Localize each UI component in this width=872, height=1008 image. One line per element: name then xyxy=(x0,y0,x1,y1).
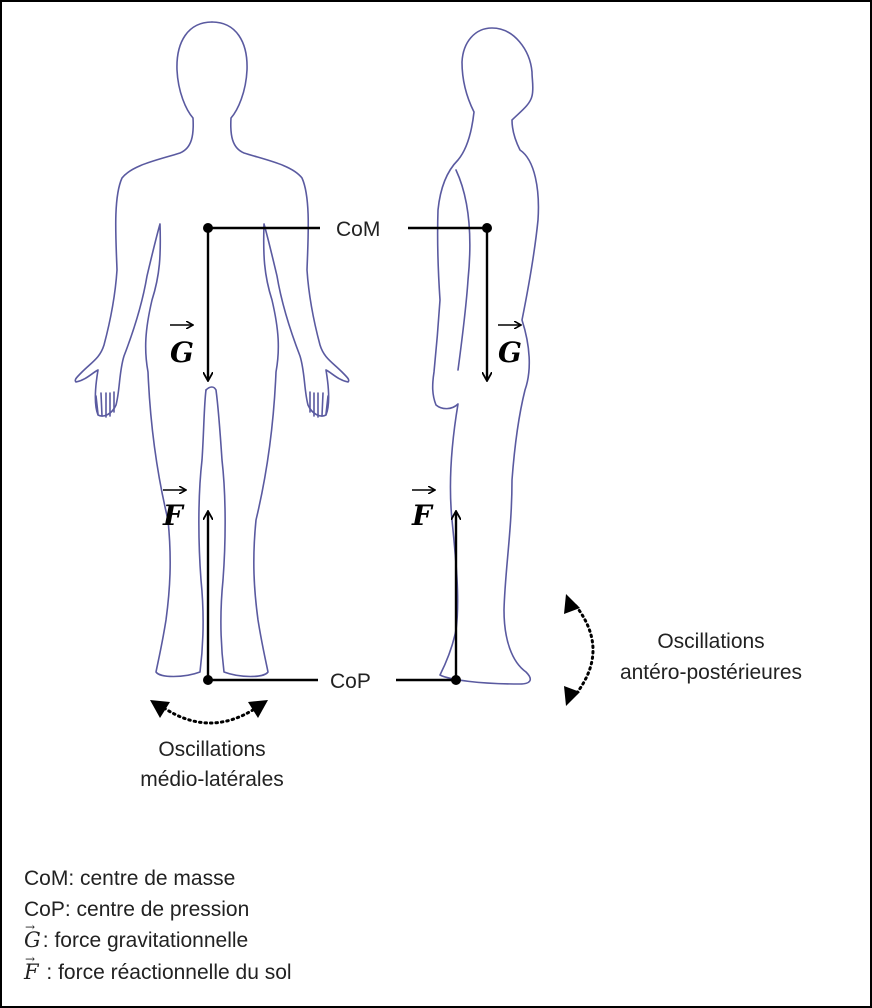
svg-text:F: F xyxy=(411,499,434,532)
cop-label: CoP xyxy=(330,670,371,693)
front-body-silhouette xyxy=(75,22,349,677)
svg-text:F: F xyxy=(162,499,185,532)
oscillation-ap-arrow xyxy=(576,606,593,694)
legend-item-reaction: →F : force réactionnelle du sol xyxy=(24,957,292,989)
side-body-silhouette xyxy=(433,28,539,684)
oscillation-ap-arrowhead-bottom xyxy=(564,686,580,706)
vector-g-label-front: G xyxy=(170,325,194,369)
oscillation-ap-arrowhead-top xyxy=(564,594,580,614)
vector-f-label-side: F xyxy=(411,490,434,532)
cop-point-front xyxy=(203,675,213,685)
vector-f-label-front: F xyxy=(162,490,185,532)
oscillation-ml-label-line1: Oscillations xyxy=(158,738,265,761)
oscillation-ml-label-line2: médio-latérales xyxy=(140,768,284,791)
cop-point-side xyxy=(451,675,461,685)
oscillation-ap-label-line2: antéro-postérieures xyxy=(620,661,802,684)
vector-f-symbol: →F xyxy=(24,957,39,988)
legend-item-com: CoM: centre de masse xyxy=(24,864,292,895)
oscillation-ap-label-line1: Oscillations xyxy=(657,630,764,653)
svg-text:G: G xyxy=(170,336,194,369)
oscillation-ml-arrow xyxy=(164,708,256,723)
vector-g-label-side: G xyxy=(498,325,522,369)
com-label: CoM xyxy=(336,218,380,241)
legend: CoM: centre de masse CoP: centre de pres… xyxy=(24,864,292,988)
oscillation-ml-arrowhead-left xyxy=(150,700,170,718)
oscillation-ml-arrowhead-right xyxy=(248,700,268,718)
legend-item-gravity: →G: force gravitationnelle xyxy=(24,925,292,957)
legend-item-cop: CoP: centre de pression xyxy=(24,895,292,926)
svg-text:G: G xyxy=(498,336,522,369)
